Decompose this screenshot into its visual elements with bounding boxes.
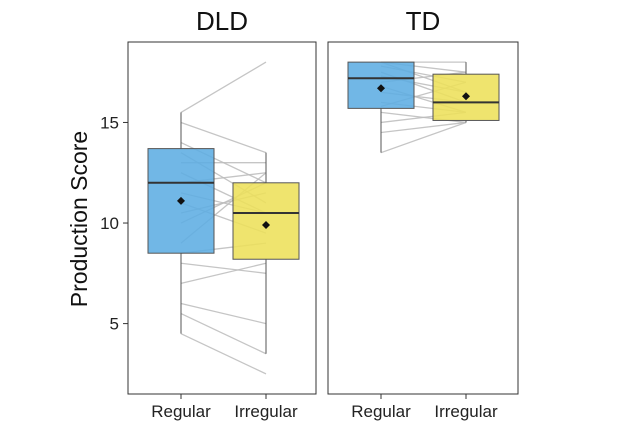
panel-title: DLD: [196, 6, 248, 36]
mean-marker: [377, 84, 385, 93]
y-tick-label: 15: [100, 113, 119, 132]
y-axis-title: Production Score: [66, 131, 92, 307]
y-tick-label: 10: [100, 214, 119, 233]
participant-line: [180, 262, 267, 274]
participant-line: [180, 121, 267, 154]
participant-line: [180, 61, 267, 113]
participant-line: [180, 312, 267, 355]
y-tick-label: 5: [110, 315, 119, 334]
panel-frame: [127, 41, 317, 395]
mean-marker: [262, 221, 270, 230]
x-tick-label: Regular: [351, 402, 411, 421]
x-tick-label: Irregular: [434, 402, 498, 421]
participant-line: [180, 302, 267, 325]
participant-line: [380, 121, 467, 154]
panel-title: TD: [406, 6, 441, 36]
participant-line: [180, 262, 267, 285]
box-irregular: [232, 182, 300, 260]
participant-line: [180, 333, 267, 375]
panel-frame: [327, 41, 519, 395]
x-tick-label: Irregular: [234, 402, 298, 421]
mean-marker: [462, 92, 470, 101]
mean-marker: [177, 196, 185, 205]
participant-line: [380, 121, 467, 134]
x-tick-label: Regular: [151, 402, 211, 421]
